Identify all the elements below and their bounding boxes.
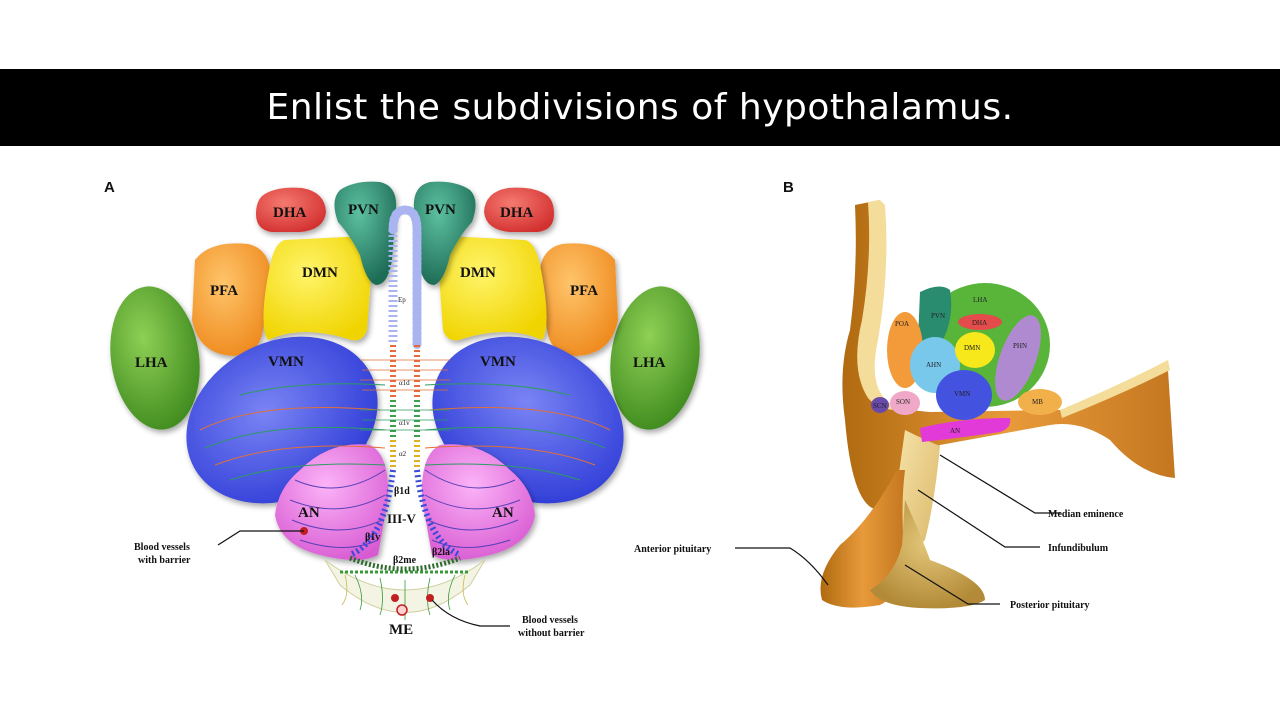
- posterior-pituitary-label: Posterior pituitary: [1010, 600, 1090, 611]
- anterior-pituitary-leader: [735, 548, 828, 585]
- median-eminence-leader: [940, 455, 1060, 513]
- dmn-right-region: [437, 236, 546, 340]
- infundibulum-label: Infundibulum: [1048, 543, 1109, 554]
- pvn-left-label: PVN: [348, 202, 379, 218]
- pfa-left-region: [192, 243, 271, 356]
- panel-a-label: A: [104, 179, 115, 196]
- phn-b-label: PHN: [1013, 342, 1027, 350]
- without-barrier-leader: [432, 600, 510, 626]
- ahn-b-label: AHN: [926, 361, 941, 369]
- pvn-right-label: PVN: [425, 202, 456, 218]
- dmn-right-label: DMN: [460, 265, 496, 281]
- blood-vessel-dot: [397, 605, 407, 615]
- alpha1v-label: α1v: [399, 419, 410, 427]
- lha-b-label: LHA: [973, 296, 987, 304]
- an-b-label: AN: [950, 427, 960, 435]
- ep-label: Ep: [398, 296, 406, 304]
- panel-b-label: B: [783, 179, 794, 196]
- third-ventricle-label: III-V: [387, 511, 417, 526]
- lha-left-label: LHA: [135, 355, 168, 371]
- dha-right-label: DHA: [500, 205, 534, 221]
- beta2la-label: β2la: [432, 547, 450, 558]
- poa-b-label: POA: [895, 320, 909, 328]
- dmn-b-label: DMN: [964, 344, 980, 352]
- dha-b-label: DHA: [972, 319, 987, 327]
- beta1v-label: β1v: [365, 532, 380, 543]
- vmn-right-label: VMN: [480, 354, 516, 370]
- pvn-b-label: PVN: [931, 312, 945, 320]
- without-barrier-label-line1: Blood vessels: [522, 615, 578, 626]
- median-eminence-label: Median eminence: [1048, 509, 1124, 520]
- dmn-left-region: [263, 236, 372, 340]
- beta2me-label: β2me: [393, 555, 417, 566]
- an-left-label: AN: [298, 505, 320, 521]
- scn-b-label: SCN: [873, 402, 887, 410]
- pfa-right-label: PFA: [570, 283, 598, 299]
- alpha1d-label: α1d: [399, 379, 410, 387]
- dmn-left-label: DMN: [302, 265, 338, 281]
- without-barrier-label-line2: without barrier: [518, 628, 585, 639]
- infundibulum-leader: [918, 490, 1040, 547]
- an-right-label: AN: [492, 505, 514, 521]
- vmn-left-label: VMN: [268, 354, 304, 370]
- lha-right-label: LHA: [633, 355, 666, 371]
- with-barrier-label-line1: Blood vessels: [134, 542, 190, 553]
- with-barrier-label-line2: with barrier: [138, 555, 191, 566]
- me-label: ME: [389, 622, 413, 638]
- blood-vessel-dot: [391, 594, 399, 602]
- alpha2-label: α2: [399, 450, 407, 458]
- son-b-label: SON: [896, 398, 910, 406]
- dha-left-label: DHA: [273, 205, 307, 221]
- mb-b-label: MB: [1032, 398, 1043, 406]
- beta1d-label: β1d: [394, 486, 410, 497]
- pfa-left-label: PFA: [210, 283, 238, 299]
- infundibulum-stalk: [820, 430, 985, 608]
- vmn-b-label: VMN: [954, 390, 970, 398]
- anterior-pituitary-label: Anterior pituitary: [634, 544, 711, 555]
- pfa-right-region: [539, 243, 618, 356]
